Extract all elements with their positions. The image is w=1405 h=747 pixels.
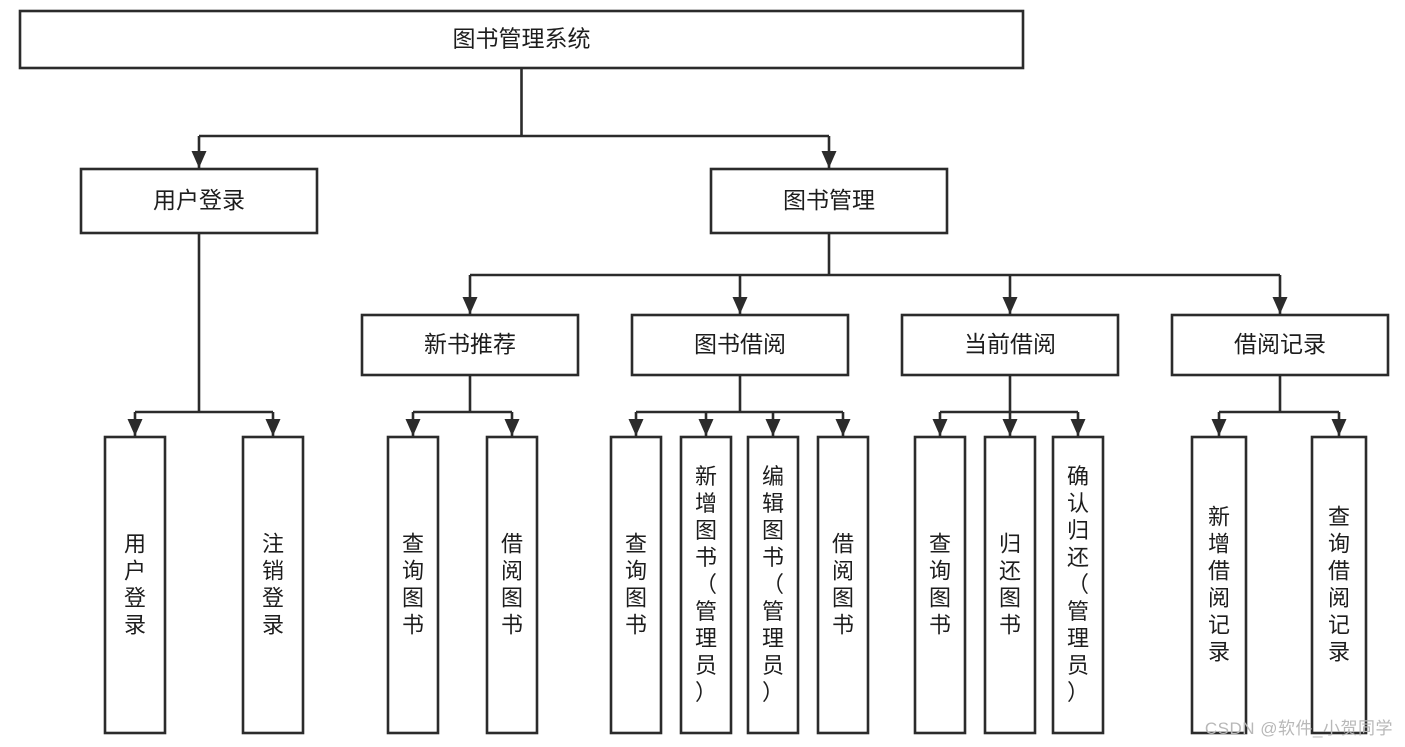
node-label: 新书推荐: [424, 331, 516, 357]
node-label: 图书管理系统: [453, 26, 591, 52]
node-box-outline: [709, 167, 949, 235]
node-label: 确认归还（管理员）: [1067, 464, 1089, 705]
arrow-head-icon: [1070, 419, 1086, 436]
node-box-outline: [1190, 435, 1248, 735]
node-e59bbee4b9a6e5809fe99885[interactable]: 图书借阅: [630, 313, 850, 377]
node-e5bd93e5898de5809fe99885[interactable]: 当前借阅: [900, 313, 1120, 377]
arrow-head-icon: [1002, 419, 1018, 436]
node-box-outline: [360, 313, 580, 377]
node-e7bc96e8be91e59bbee4b9a6efbc88e7aea1e79086e59198efbc89[interactable]: 编辑图书（管理员）: [746, 435, 800, 735]
node-box-outline: [913, 435, 967, 735]
arrow-head-icon: [1002, 297, 1018, 314]
node-e5bd92e8bf98e59bbee4b9a6[interactable]: 归还图书: [983, 435, 1037, 735]
node-label: 借阅图书: [501, 531, 523, 637]
arrow-head-icon: [1331, 419, 1347, 436]
arrow-head-icon: [405, 419, 421, 436]
node-e696b0e4b9a6e68ea8e88d90[interactable]: 新书推荐: [360, 313, 580, 377]
arrow-head-icon: [628, 419, 644, 436]
node-e696b0e5a29ee59bbee4b9a6efbc88e7aea1e79086e59198efbc89[interactable]: 新增图书（管理员）: [679, 435, 733, 735]
node-layer: 图书管理系统用户登录图书管理用户登录注销登录新书推荐查询图书借阅图书图书借阅查询…: [18, 9, 1390, 735]
node-label: 查询借阅记录: [1328, 504, 1350, 664]
node-e5809fe99885e8aeb0e5bd95[interactable]: 借阅记录: [1170, 313, 1390, 377]
node-e69fa5e8afa2e5809fe99885e8aeb0e5bd95[interactable]: 查询借阅记录: [1310, 435, 1368, 735]
node-e69fa5e8afa2e59bbee4b9a6[interactable]: 查询图书: [386, 435, 440, 735]
arrow-head-icon: [191, 151, 207, 168]
node-label: 当前借阅: [964, 331, 1056, 357]
arrow-head-icon: [835, 419, 851, 436]
node-label: 查询图书: [929, 531, 951, 637]
node-e59bbee4b9a6e7aea1e79086e7b3bbe7bb9f[interactable]: 图书管理系统: [18, 9, 1025, 70]
node-label: 用户登录: [153, 187, 245, 213]
node-label: 查询图书: [625, 531, 647, 637]
node-e7a1aee8aea4e5bd92e8bf98efbc88e7aea1e79086e59198efbc89[interactable]: 确认归还（管理员）: [1051, 435, 1105, 735]
arrow-head-icon: [127, 419, 143, 436]
arrow-head-icon: [1211, 419, 1227, 436]
connector-layer: [127, 68, 1347, 436]
node-e5809fe99885e59bbee4b9a6[interactable]: 借阅图书: [485, 435, 539, 735]
node-box-outline: [386, 435, 440, 735]
node-e794a8e688b7e799bbe5bd95[interactable]: 用户登录: [103, 435, 167, 735]
node-label: 注销登录: [262, 531, 284, 637]
arrow-head-icon: [765, 419, 781, 436]
node-e59bbee4b9a6e7aea1e79086[interactable]: 图书管理: [709, 167, 949, 235]
node-box-outline: [103, 435, 167, 735]
node-label: 图书管理: [783, 187, 875, 213]
node-e69fa5e8afa2e59bbee4b9a6[interactable]: 查询图书: [609, 435, 663, 735]
node-label: 借阅记录: [1234, 331, 1326, 357]
node-box-outline: [485, 435, 539, 735]
node-label: 用户登录: [124, 531, 146, 637]
node-box-outline: [746, 435, 800, 735]
arrow-head-icon: [462, 297, 478, 314]
node-box-outline: [609, 435, 663, 735]
node-e5809fe99885e59bbee4b9a6[interactable]: 借阅图书: [816, 435, 870, 735]
node-e6b3a8e99480e799bbe5bd95[interactable]: 注销登录: [241, 435, 305, 735]
node-box-outline: [1051, 435, 1105, 735]
node-label: 新增图书（管理员）: [695, 464, 717, 705]
arrow-head-icon: [265, 419, 281, 436]
node-box-outline: [241, 435, 305, 735]
arrow-head-icon: [698, 419, 714, 436]
arrow-head-icon: [732, 297, 748, 314]
node-label: 新增借阅记录: [1208, 504, 1230, 664]
node-e794a8e688b7e799bbe5bd95[interactable]: 用户登录: [79, 167, 319, 235]
arrow-head-icon: [1272, 297, 1288, 314]
node-box-outline: [18, 9, 1025, 70]
node-label: 图书借阅: [694, 331, 786, 357]
node-box-outline: [630, 313, 850, 377]
node-box-outline: [816, 435, 870, 735]
arrow-head-icon: [504, 419, 520, 436]
node-box-outline: [983, 435, 1037, 735]
node-label: 查询图书: [402, 531, 424, 637]
node-e696b0e5a29ee5809fe99885e8aeb0e5bd95[interactable]: 新增借阅记录: [1190, 435, 1248, 735]
node-label: 归还图书: [999, 531, 1021, 637]
node-box-outline: [679, 435, 733, 735]
node-label: 编辑图书（管理员）: [762, 464, 784, 705]
node-label: 借阅图书: [832, 531, 854, 637]
node-box-outline: [79, 167, 319, 235]
arrow-head-icon: [932, 419, 948, 436]
node-box-outline: [900, 313, 1120, 377]
node-e69fa5e8afa2e59bbee4b9a6[interactable]: 查询图书: [913, 435, 967, 735]
node-box-outline: [1170, 313, 1390, 377]
arrow-head-icon: [821, 151, 837, 168]
node-box-outline: [1310, 435, 1368, 735]
